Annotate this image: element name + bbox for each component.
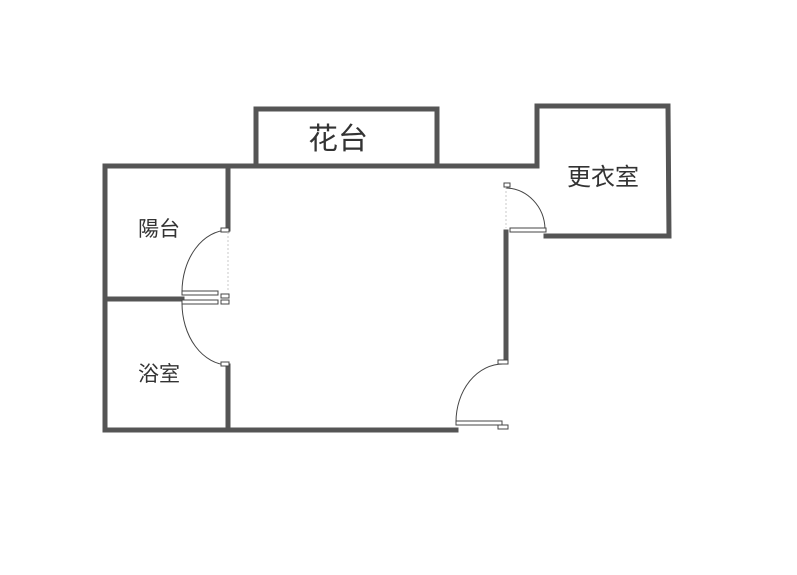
- balcony-label: 陽台: [138, 217, 180, 241]
- balcony-door-jamb-top: [220, 227, 230, 233]
- entrance-door-leaf: [455, 420, 503, 426]
- planter-wall: [253, 106, 440, 167]
- balcony-door-jamb-bottom: [220, 293, 230, 299]
- bathroom-label: 浴室: [138, 362, 180, 386]
- balcony-door-leaf: [181, 290, 219, 296]
- closet-door-swing: [505, 187, 546, 230]
- entrance-door-jamb-top: [497, 359, 509, 365]
- closet-door: [503, 182, 547, 233]
- main-walls: [102, 163, 540, 433]
- closet-wall: [534, 103, 672, 239]
- entrance-door: [455, 359, 509, 430]
- balcony-door-swing: [181, 229, 229, 293]
- closet-door-leaf: [509, 227, 547, 233]
- entrance-door-swing: [455, 363, 504, 423]
- bathroom-door-swing: [181, 302, 229, 366]
- entrance-door-jamb-bottom: [497, 424, 509, 430]
- planter-room: [253, 106, 440, 167]
- closet-door-jamb-top: [503, 182, 511, 188]
- bathroom-door-jamb-bottom: [220, 361, 230, 367]
- bathroom-door-jamb-top: [220, 299, 230, 305]
- bathroom-door-leaf: [181, 299, 219, 305]
- closet-room: [534, 103, 672, 239]
- planter-label: 花台: [308, 122, 368, 157]
- closet-label: 更衣室: [567, 163, 639, 191]
- bathroom-door: [181, 299, 230, 367]
- balcony-door: [181, 227, 230, 299]
